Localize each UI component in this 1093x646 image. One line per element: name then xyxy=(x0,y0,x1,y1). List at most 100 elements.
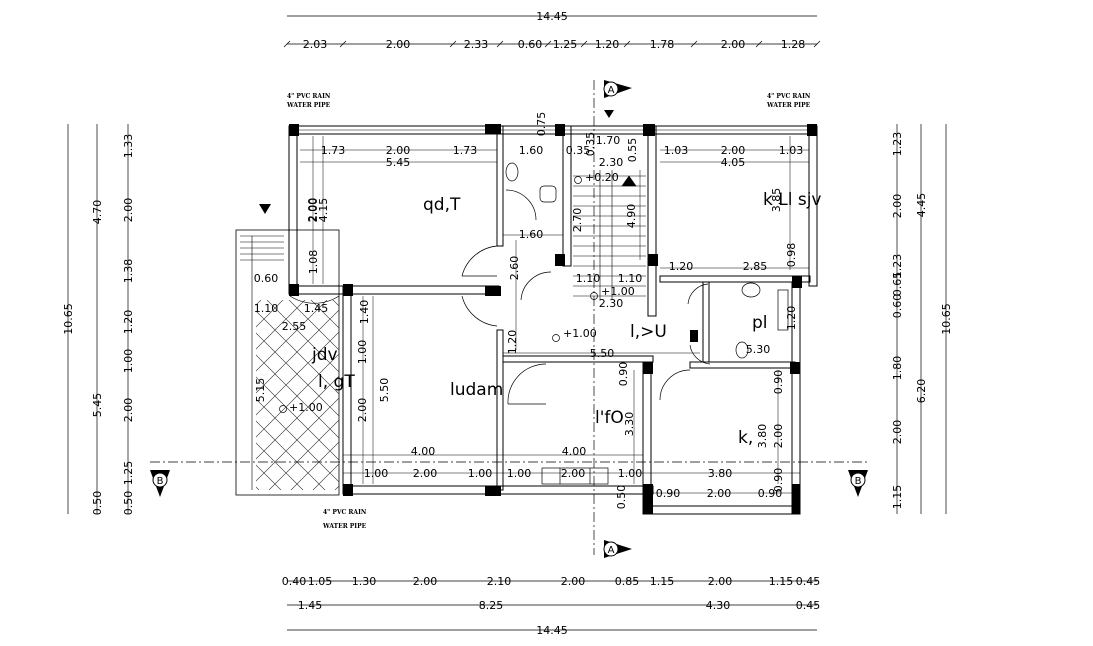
section-marker-a-bottom: A xyxy=(603,540,632,558)
interior-dimension: 1.20 xyxy=(669,260,694,273)
interior-dimension: 2.00 xyxy=(306,198,319,223)
bottom-segment-dimension: 2.00 xyxy=(708,575,733,588)
svg-text:+1.00: +1.00 xyxy=(563,327,597,340)
svg-text:B: B xyxy=(157,476,164,487)
left-dimension-chain xyxy=(67,124,129,514)
interior-dimension: 2.00 xyxy=(356,398,369,423)
interior-dimension: 0.55 xyxy=(626,138,639,163)
interior-dimension: 1.00 xyxy=(507,467,532,480)
room-label: l, gT xyxy=(318,372,355,392)
top-segment-dimension: 2.00 xyxy=(386,38,411,51)
room-label: k Ll sjv xyxy=(763,190,822,210)
interior-dimension: 1.20 xyxy=(506,330,519,355)
interior-dimension: 3.85 xyxy=(770,188,783,213)
bottom-segment-dimension: 2.00 xyxy=(561,575,586,588)
interior-dimension: 5.45 xyxy=(386,156,411,169)
interior-dimension: 2.30 xyxy=(599,156,624,169)
svg-text:+1.00: +1.00 xyxy=(289,401,323,414)
pipe-note-line2: WATER PIPE xyxy=(322,523,367,530)
svg-text:A: A xyxy=(608,85,615,96)
interior-dimension: 5.15 xyxy=(254,378,267,403)
verandah-area xyxy=(235,229,340,496)
level-marker: +1.00 xyxy=(279,401,323,414)
interior-dimension: 1.20 xyxy=(785,306,798,331)
interior-dimension: 3.30 xyxy=(623,412,636,437)
interior-dimension: 5.50 xyxy=(590,347,615,360)
right-dimension-chain xyxy=(896,124,947,514)
bottom-segment-dimension: 1.15 xyxy=(650,575,675,588)
bottom-segment-dimension: 0.40 xyxy=(282,575,307,588)
left-segment-labels: 1.332.001.381.201.002.001.250.50 xyxy=(122,134,135,516)
interior-dimension: 1.03 xyxy=(779,144,804,157)
bottom-dimension-chain xyxy=(287,580,817,631)
left-segment-dimension: 1.25 xyxy=(122,461,135,486)
interior-dimension: 2.00 xyxy=(772,424,785,449)
section-marker-a-top: A xyxy=(603,80,632,98)
interior-dimension: 2.00 xyxy=(307,198,320,223)
interior-dimension: 1.40 xyxy=(358,300,371,325)
interior-dimension: 1.00 xyxy=(618,467,643,480)
interior-dimension: 3.80 xyxy=(756,424,769,449)
interior-dimension: 1.00 xyxy=(364,467,389,480)
svg-text:A: A xyxy=(608,545,615,556)
room-label: l'fO xyxy=(595,408,624,428)
top-segment-dimension: 2.03 xyxy=(303,38,328,51)
left-segment-dimension: 1.00 xyxy=(122,349,135,374)
columns xyxy=(289,124,817,514)
interior-dimension: 1.73 xyxy=(453,144,478,157)
top-segment-dimension: 1.28 xyxy=(781,38,806,51)
room-label: qd,T xyxy=(423,195,461,215)
interior-dimension: 2.00 xyxy=(386,144,411,157)
interior-dimension: 1.45 xyxy=(304,302,329,315)
right-segment-dimension: 0.65 xyxy=(891,272,904,297)
interior-dimension: 1.70 xyxy=(596,134,621,147)
top-dimension-chain xyxy=(283,15,821,48)
pipe-note-line1: 4" PVC RAIN xyxy=(767,93,811,100)
right-segment-labels: 1.232.001.230.650.601.802.001.15 xyxy=(891,132,904,510)
doors xyxy=(289,189,711,405)
interior-dimension: 0.75 xyxy=(535,112,548,137)
interior-dimension: 2.00 xyxy=(721,144,746,157)
left-segment-dimension: 2.00 xyxy=(122,198,135,223)
top-segment-dimension: 2.33 xyxy=(464,38,489,51)
section-marker-b-right: B xyxy=(848,470,868,497)
left-group-dimension: 4.70 xyxy=(91,200,104,225)
interior-dimension: 4.05 xyxy=(721,156,746,169)
right-segment-dimension: 1.80 xyxy=(891,356,904,381)
interior-dimension: 1.10 xyxy=(576,272,601,285)
level-marker: +0.20 xyxy=(574,171,619,184)
sanitary-fixtures xyxy=(505,162,789,485)
interior-dimension: 0.98 xyxy=(785,243,798,268)
bottom-segment-dimension: 1.05 xyxy=(308,575,333,588)
interior-dimension: 2.00 xyxy=(413,467,438,480)
interior-dimension: 2.70 xyxy=(571,208,584,233)
bottom-segment-dimension: 2.00 xyxy=(413,575,438,588)
pipe-note-line2: WATER PIPE xyxy=(286,102,331,109)
right-segment-dimension: 2.00 xyxy=(891,194,904,219)
interior-dimension: 5.30 xyxy=(746,343,771,356)
section-lines xyxy=(150,80,870,555)
interior-dimension: 0.60 xyxy=(254,272,279,285)
bottom-group-dimension: 1.45 xyxy=(298,599,323,612)
interior-dimension: 0.90 xyxy=(772,468,785,493)
pipe-note-line1: 4" PVC RAIN xyxy=(323,509,367,516)
bottom-segment-dimension: 2.10 xyxy=(487,575,512,588)
left-segment-dimension: 0.50 xyxy=(122,491,135,516)
right-group-labels: 4.456.20 xyxy=(915,193,928,404)
left-group-dimension: 0.50 xyxy=(91,491,104,516)
room-label: l,>U xyxy=(630,322,667,342)
interior-dimension: 1.03 xyxy=(664,144,689,157)
interior-dimension: 0.90 xyxy=(772,370,785,395)
left-segment-dimension: 2.00 xyxy=(122,398,135,423)
right-overall-dimension: 10.65 xyxy=(940,303,953,335)
interior-dimension: 1.60 xyxy=(519,144,544,157)
right-segment-dimension: 2.00 xyxy=(891,420,904,445)
section-marker-b-left: B xyxy=(150,470,170,497)
interior-dimension-lines xyxy=(300,136,809,494)
steps xyxy=(240,235,284,490)
interior-dimension: 4.00 xyxy=(562,445,587,458)
